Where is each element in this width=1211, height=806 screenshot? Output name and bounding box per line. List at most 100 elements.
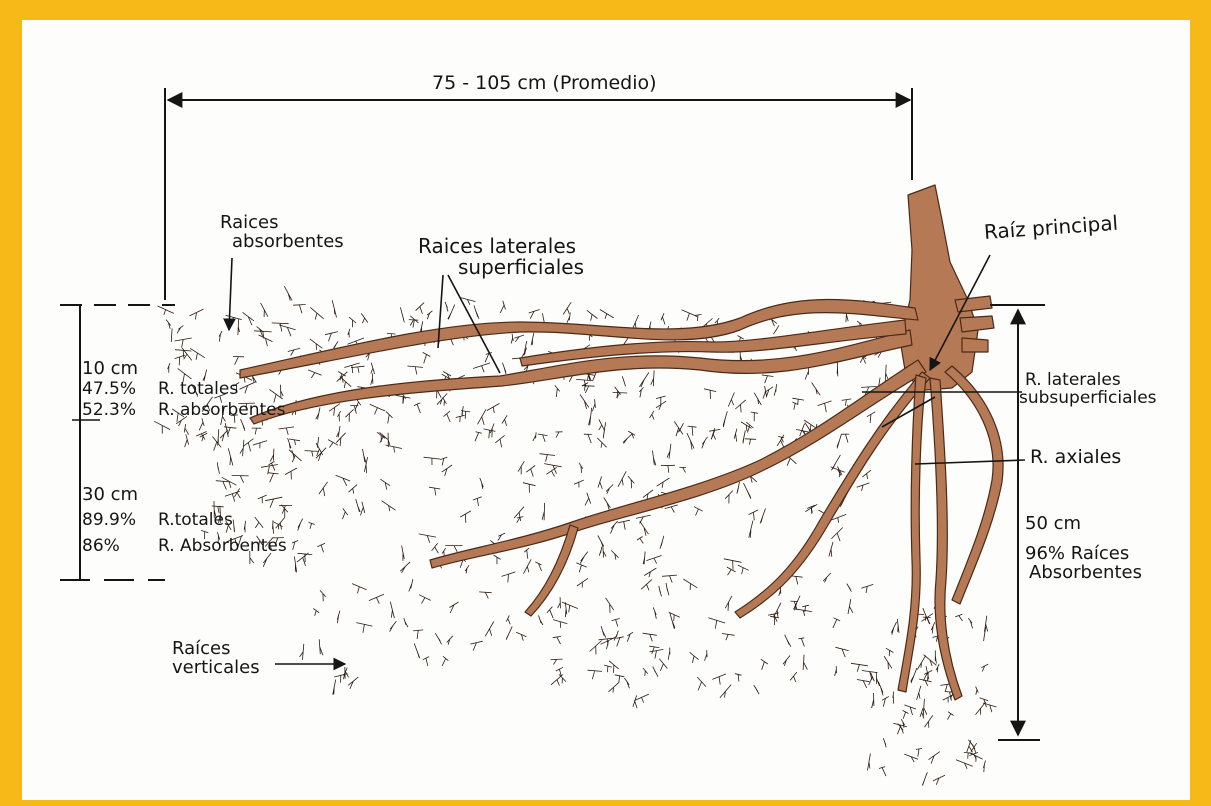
rootlet — [184, 424, 189, 435]
rootlet — [500, 301, 505, 313]
rootlet — [240, 440, 244, 456]
rootlet — [869, 673, 875, 685]
rootlet — [893, 692, 894, 704]
rootlet — [333, 680, 336, 695]
axial-arrow — [915, 460, 1025, 464]
rootlet — [168, 363, 170, 373]
rootlet — [745, 439, 756, 445]
rootlet — [955, 614, 962, 621]
rootlet — [479, 592, 492, 599]
rootlet — [255, 517, 263, 528]
rootlet — [878, 682, 883, 696]
rootlet — [410, 316, 418, 328]
rootlet — [931, 622, 935, 633]
rootlet — [803, 655, 807, 670]
rootlet — [725, 491, 733, 504]
rootlet — [473, 497, 482, 506]
rootlet — [925, 715, 933, 728]
rootlet — [480, 478, 484, 489]
rootlet — [916, 749, 922, 757]
rootlet — [514, 335, 524, 342]
rootlet — [812, 383, 821, 396]
rootlet — [177, 326, 183, 334]
rootlet — [661, 465, 675, 472]
rootlet — [171, 329, 172, 343]
rootlet — [524, 548, 529, 559]
rootlet — [363, 449, 367, 464]
layer-50cm-depth: 50 cm — [1025, 515, 1081, 534]
rootlet — [284, 286, 292, 300]
rootlet — [643, 633, 657, 641]
rootlet — [964, 752, 973, 758]
rootlet — [154, 421, 170, 433]
main-roots — [240, 185, 1003, 700]
rootlet — [774, 384, 776, 396]
rootlet — [445, 546, 462, 552]
rootlet — [911, 668, 917, 683]
rootlet — [690, 652, 699, 663]
rootlet — [861, 584, 873, 593]
rootlet — [868, 754, 871, 771]
rootlet — [614, 631, 618, 641]
rootlet — [783, 656, 790, 666]
layer-10cm-depth: 10 cm — [82, 360, 138, 379]
rootlet — [976, 702, 986, 715]
rootlet — [659, 659, 667, 671]
rootlet — [606, 598, 614, 613]
rootlet — [903, 710, 909, 718]
rootlet — [662, 575, 677, 583]
rootlet — [355, 399, 361, 411]
lateral-subsurface-roots-label: R. laterales subsuperficiales — [1025, 372, 1157, 408]
lateral-surface-line-2: superficiales — [458, 257, 584, 278]
rootlet — [785, 635, 791, 647]
rootlet — [831, 528, 842, 542]
rootlet — [897, 619, 899, 633]
rootlet — [606, 484, 613, 493]
rootlet — [598, 476, 602, 489]
rootlet — [502, 415, 507, 426]
rootlet — [298, 519, 303, 531]
rootlet — [158, 306, 174, 315]
rootlet — [722, 634, 735, 641]
rootlet — [749, 510, 758, 520]
rootlet — [352, 584, 367, 594]
rootlet — [402, 546, 405, 561]
rootlet — [289, 450, 302, 463]
rootlet — [297, 553, 309, 566]
rootlet — [337, 372, 348, 383]
rootlet — [933, 775, 945, 784]
rootlet — [818, 401, 832, 412]
rootlet — [862, 470, 871, 479]
rootlet — [712, 674, 726, 685]
rootlet — [531, 333, 534, 345]
rootlet — [891, 622, 896, 635]
rootlet — [340, 377, 351, 388]
rootlet — [687, 433, 694, 450]
rootlet — [773, 325, 779, 334]
rootlet — [484, 429, 496, 439]
rootlet — [640, 521, 649, 536]
rootlet — [653, 667, 658, 677]
rootlet — [661, 313, 665, 324]
rootlet — [882, 697, 889, 707]
rootlet — [234, 488, 240, 498]
rootlet — [414, 643, 420, 658]
rootlet — [442, 465, 452, 476]
rootlet — [222, 477, 237, 488]
rootlet — [725, 596, 732, 611]
rootlet — [794, 609, 811, 616]
rootlet — [337, 426, 341, 437]
rootlet — [651, 370, 654, 386]
rootlet — [741, 422, 752, 431]
rootlet — [762, 375, 774, 383]
rootlet — [356, 499, 361, 512]
rootlet — [618, 471, 626, 487]
rootlet — [615, 675, 625, 683]
rootlet — [506, 626, 512, 639]
rootlet — [577, 578, 588, 587]
rootlet — [601, 626, 606, 638]
rootlet — [334, 674, 347, 683]
rootlet — [511, 334, 513, 344]
rootlet — [599, 547, 602, 556]
rootlet — [668, 648, 670, 660]
